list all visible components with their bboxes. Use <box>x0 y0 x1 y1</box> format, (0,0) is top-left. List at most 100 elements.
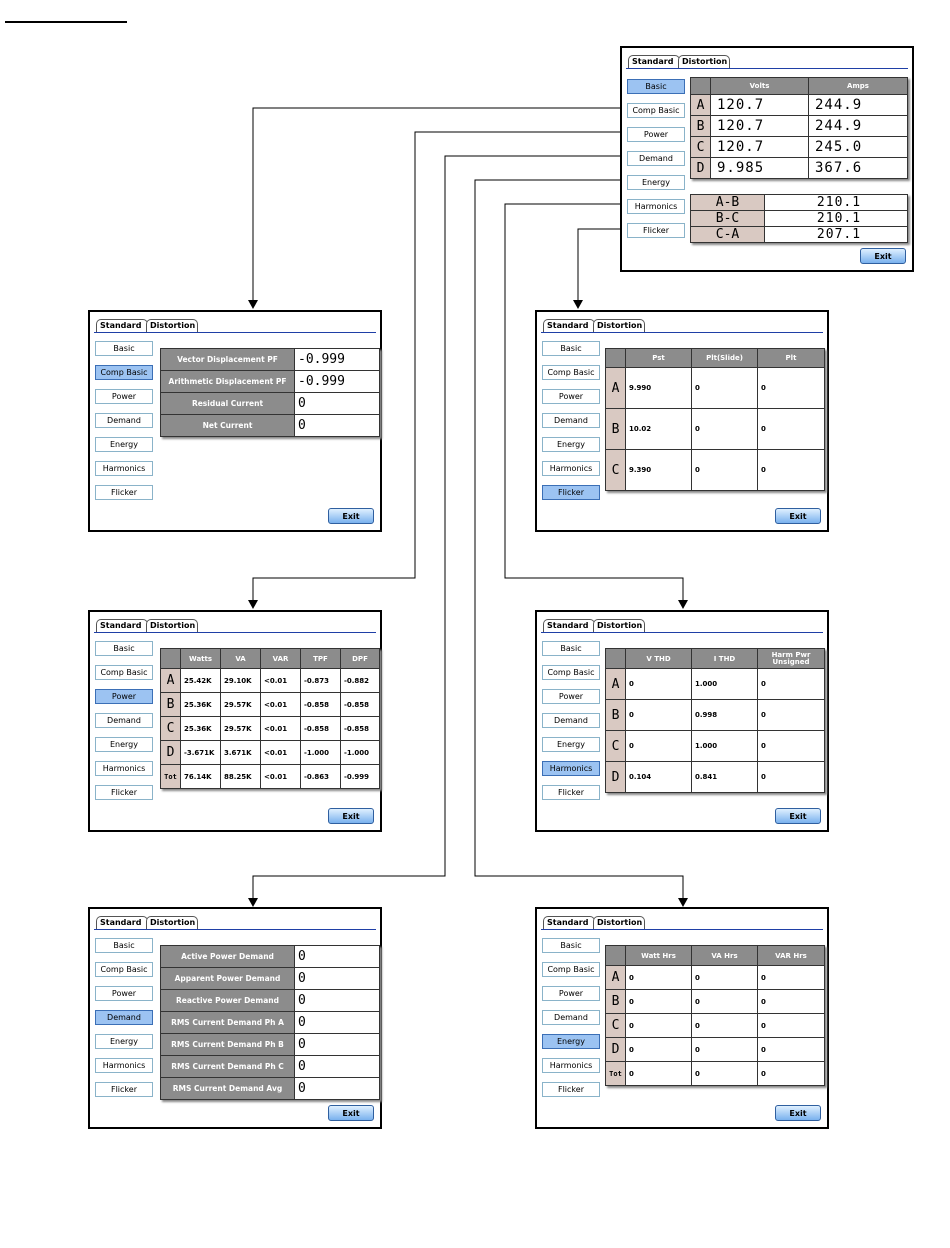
nav-flicker[interactable]: Flicker <box>542 485 600 500</box>
nav-basic[interactable]: Basic <box>542 641 600 656</box>
exit-button[interactable]: Exit <box>860 248 906 264</box>
row-label: D <box>690 157 711 179</box>
tab-distortion[interactable]: Distortion <box>593 619 645 632</box>
nav-power[interactable]: Power <box>627 127 685 142</box>
row-label: D <box>605 761 626 793</box>
exit-button[interactable]: Exit <box>775 808 821 824</box>
tab-bar: Standard Distortion <box>541 616 823 633</box>
nav-comp-basic[interactable]: Comp Basic <box>542 665 600 680</box>
nav-basic[interactable]: Basic <box>95 341 153 356</box>
nav-basic[interactable]: Basic <box>542 341 600 356</box>
harm-pwr-value: 0 <box>757 668 825 700</box>
tab-bar: Standard Distortion <box>94 913 376 930</box>
tab-distortion[interactable]: Distortion <box>146 619 198 632</box>
nav-comp-basic[interactable]: Comp Basic <box>542 962 600 977</box>
row-label: C <box>690 136 711 158</box>
nav-demand[interactable]: Demand <box>542 1010 600 1025</box>
tab-standard[interactable]: Standard <box>543 916 595 929</box>
row-label: Residual Current <box>160 392 295 415</box>
nav-power[interactable]: Power <box>542 986 600 1001</box>
tab-standard[interactable]: Standard <box>628 55 680 68</box>
nav-demand[interactable]: Demand <box>95 713 153 728</box>
nav-flicker[interactable]: Flicker <box>95 785 153 800</box>
nav-comp-basic[interactable]: Comp Basic <box>542 365 600 380</box>
nav-comp-basic[interactable]: Comp Basic <box>95 962 153 977</box>
exit-button[interactable]: Exit <box>328 1105 374 1121</box>
nav-demand[interactable]: Demand <box>542 413 600 428</box>
row-label: Arithmetic Displacement PF <box>160 370 295 393</box>
nav-power[interactable]: Power <box>542 389 600 404</box>
table-row: C 25.36K 29.57K <0.01 -0.858 -0.858 <box>160 716 380 741</box>
nav-comp-basic[interactable]: Comp Basic <box>627 103 685 118</box>
nav-energy[interactable]: Energy <box>542 1034 600 1049</box>
nav-energy[interactable]: Energy <box>95 437 153 452</box>
nav-comp-basic[interactable]: Comp Basic <box>95 665 153 680</box>
tab-distortion[interactable]: Distortion <box>678 55 730 68</box>
nav-harmonics[interactable]: Harmonics <box>542 1058 600 1073</box>
table-row: RMS Current Demand Ph C 0 <box>160 1055 380 1078</box>
var-value: <0.01 <box>260 668 301 693</box>
var-value: <0.01 <box>260 740 301 765</box>
exit-button[interactable]: Exit <box>328 508 374 524</box>
nav-flicker[interactable]: Flicker <box>542 1082 600 1097</box>
nav-power[interactable]: Power <box>95 986 153 1001</box>
table-row: B-C 210.1 <box>690 210 908 227</box>
nav-power[interactable]: Power <box>542 689 600 704</box>
watt-hrs-value: 0 <box>625 989 692 1014</box>
table-row: Residual Current 0 <box>160 392 380 415</box>
nav-demand[interactable]: Demand <box>95 413 153 428</box>
nav-harmonics[interactable]: Harmonics <box>95 1058 153 1073</box>
nav-flicker[interactable]: Flicker <box>95 1082 153 1097</box>
col-header: Watts <box>180 648 221 669</box>
tab-standard[interactable]: Standard <box>96 319 148 332</box>
tab-standard[interactable]: Standard <box>543 619 595 632</box>
nav-basic[interactable]: Basic <box>627 79 685 94</box>
nav-harmonics[interactable]: Harmonics <box>542 761 600 776</box>
amps-value: 244.9 <box>808 115 908 137</box>
va-hrs-value: 0 <box>691 1037 758 1062</box>
nav-harmonics[interactable]: Harmonics <box>95 461 153 476</box>
tab-standard[interactable]: Standard <box>96 619 148 632</box>
nav-energy[interactable]: Energy <box>542 737 600 752</box>
nav-harmonics[interactable]: Harmonics <box>627 199 685 214</box>
nav-power[interactable]: Power <box>95 389 153 404</box>
row-label: A <box>605 965 626 990</box>
nav-harmonics[interactable]: Harmonics <box>542 461 600 476</box>
nav-demand[interactable]: Demand <box>95 1010 153 1025</box>
tab-standard[interactable]: Standard <box>543 319 595 332</box>
tab-standard[interactable]: Standard <box>96 916 148 929</box>
nav-comp-basic[interactable]: Comp Basic <box>95 365 153 380</box>
exit-button[interactable]: Exit <box>328 808 374 824</box>
nav-basic[interactable]: Basic <box>95 938 153 953</box>
nav-basic[interactable]: Basic <box>542 938 600 953</box>
tab-distortion[interactable]: Distortion <box>593 319 645 332</box>
volts-value: 9.985 <box>710 157 809 179</box>
nav-flicker[interactable]: Flicker <box>627 223 685 238</box>
nav-power[interactable]: Power <box>95 689 153 704</box>
nav-basic[interactable]: Basic <box>95 641 153 656</box>
row-label: Net Current <box>160 414 295 437</box>
exit-button[interactable]: Exit <box>775 1105 821 1121</box>
row-label: D <box>605 1037 626 1062</box>
row-label: RMS Current Demand Avg <box>160 1077 295 1100</box>
tab-distortion[interactable]: Distortion <box>146 916 198 929</box>
tab-distortion[interactable]: Distortion <box>146 319 198 332</box>
row-label: Reactive Power Demand <box>160 989 295 1012</box>
tab-distortion[interactable]: Distortion <box>593 916 645 929</box>
nav-energy[interactable]: Energy <box>627 175 685 190</box>
nav-demand[interactable]: Demand <box>542 713 600 728</box>
nav-energy[interactable]: Energy <box>95 737 153 752</box>
nav-energy[interactable]: Energy <box>542 437 600 452</box>
nav-flicker[interactable]: Flicker <box>95 485 153 500</box>
exit-button[interactable]: Exit <box>775 508 821 524</box>
nav-demand[interactable]: Demand <box>627 151 685 166</box>
nav-flicker[interactable]: Flicker <box>542 785 600 800</box>
nav-energy[interactable]: Energy <box>95 1034 153 1049</box>
line-voltage-value: 207.1 <box>764 226 908 243</box>
harm-pwr-value: 0 <box>757 761 825 793</box>
row-label: B <box>605 699 626 731</box>
i-thd-value: 0.998 <box>691 699 758 731</box>
nav-harmonics[interactable]: Harmonics <box>95 761 153 776</box>
table-row: A-B 210.1 <box>690 194 908 211</box>
watt-hrs-value: 0 <box>625 965 692 990</box>
